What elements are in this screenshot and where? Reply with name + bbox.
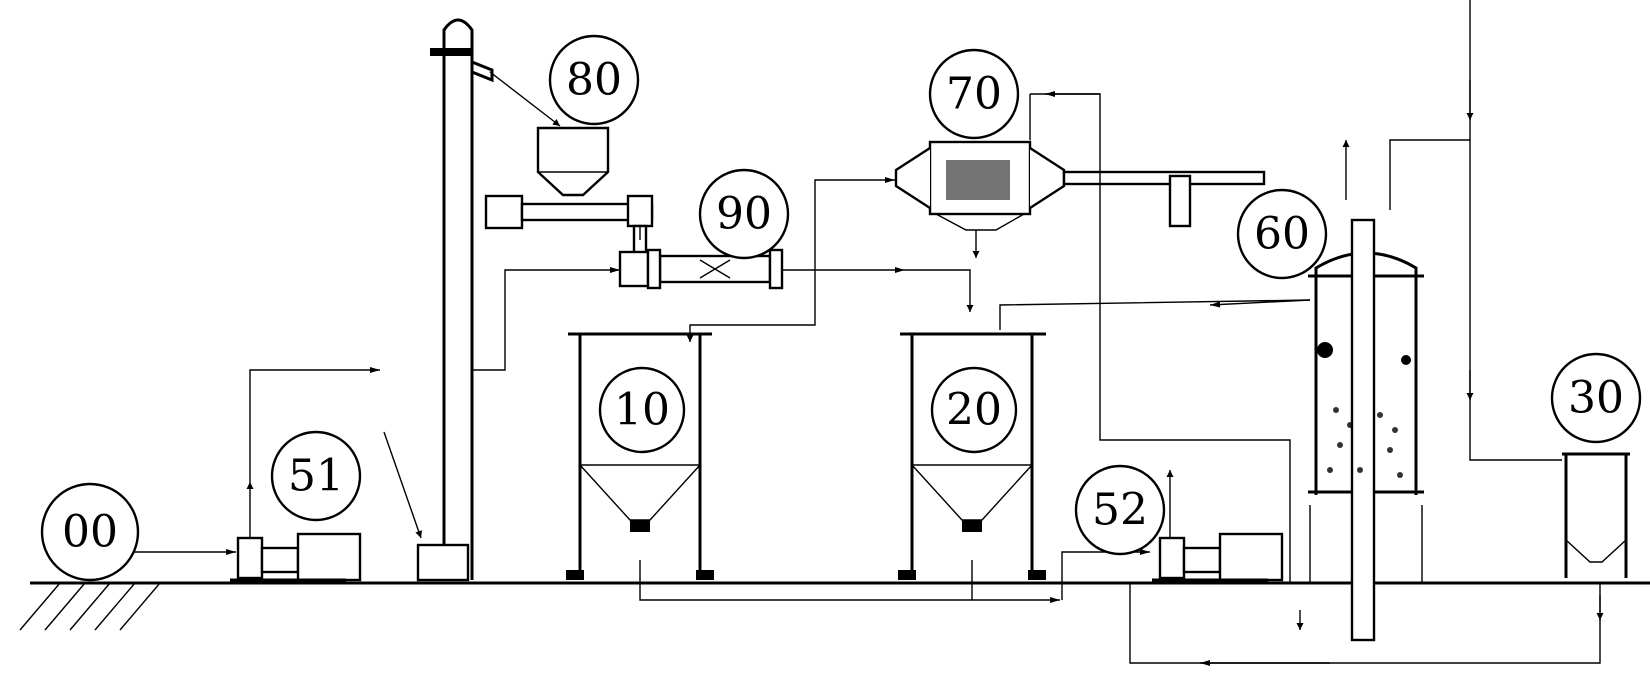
label-callout-30: 30	[1550, 352, 1642, 444]
ground	[19, 581, 1650, 631]
label-text-80: 80	[566, 55, 622, 106]
label-callout-60: 60	[1236, 188, 1328, 280]
label-text-00: 00	[62, 507, 118, 558]
label-text-20: 20	[946, 385, 1002, 436]
reactor	[1308, 218, 1424, 642]
label-callout-10: 10	[598, 366, 686, 454]
pump-51	[230, 532, 362, 582]
label-text-90: 90	[716, 189, 772, 240]
label-text-10: 10	[614, 385, 670, 436]
label-callout-00: 00	[40, 482, 140, 582]
collection-tank-30	[1562, 452, 1630, 578]
dryer	[894, 140, 1266, 258]
storage-tank-20	[898, 332, 1046, 580]
label-callout-20: 20	[930, 366, 1018, 454]
pump-52	[1152, 532, 1284, 582]
label-callout-52: 52	[1074, 464, 1166, 556]
storage-tank-10	[566, 332, 714, 580]
label-callout-80: 80	[548, 34, 640, 126]
label-text-60: 60	[1254, 209, 1310, 260]
label-callout-90: 90	[698, 168, 790, 260]
label-callout-70: 70	[928, 48, 1020, 140]
label-callout-51: 51	[270, 430, 362, 522]
label-text-30: 30	[1568, 373, 1624, 424]
piping	[132, 0, 1604, 666]
mixer-tube	[618, 226, 784, 290]
label-text-51: 51	[288, 451, 344, 502]
label-text-70: 70	[946, 69, 1002, 120]
bucket-elevator	[383, 18, 494, 582]
label-text-52: 52	[1092, 485, 1148, 536]
